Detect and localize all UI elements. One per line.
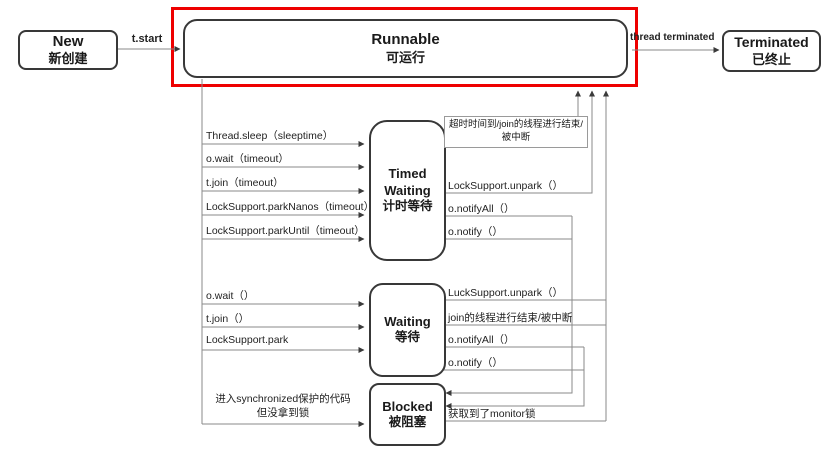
state-new: New 新创建 [18, 30, 118, 70]
state-waiting: Waiting 等待 [369, 283, 446, 377]
runnable-highlight-rect [171, 7, 638, 87]
edge-label-waiting-notifyall: o.notifyAll（） [448, 334, 515, 346]
edge-label-t-start: t.start [131, 33, 163, 45]
edge-label-timed-unpark: LockSupport.unpark（） [448, 180, 563, 192]
edge-label-enter-synchronized-line2: 但没拿到锁 [256, 406, 310, 419]
edge-label-tjoin: t.join（） [206, 313, 250, 325]
edge-timed-unpark-up [443, 90, 595, 194]
edge-label-waiting-notify: o.notify（） [448, 357, 503, 369]
edge-label-timed-notify: o.notify（） [448, 226, 503, 238]
state-runnable: Runnable 可运行 [183, 19, 628, 78]
edge-label-thread-terminated: thread terminated [630, 32, 715, 43]
edge-label-tjoin-timeout: t.join（timeout） [206, 177, 284, 189]
state-new-label-en: New [52, 32, 84, 50]
state-waiting-label-en: Waiting [384, 314, 431, 330]
edge-label-owait: o.wait（） [206, 290, 255, 302]
edge-label-waiting-join-end: join的线程进行结束/被中断 [448, 312, 573, 324]
state-blocked-label-en: Blocked [382, 398, 433, 414]
state-blocked-label-cn: 被阻塞 [388, 414, 427, 429]
state-blocked: Blocked 被阻塞 [369, 383, 446, 446]
edge-label-parknanos: LockSupport.parkNanos（timeout） [206, 201, 375, 213]
state-terminated-label-en: Terminated [734, 34, 809, 51]
edge-label-owait-timeout: o.wait（timeout） [206, 153, 289, 165]
edge-label-timed-notifyall: o.notifyAll（） [448, 203, 515, 215]
edge-label-timed-timeout: 超时时间到/join的线程进行结束/ 被中断 [444, 116, 588, 148]
edge-label-lockpark: LockSupport.park [206, 334, 289, 346]
state-timed-waiting-label-en1: Timed [388, 166, 427, 182]
state-timed-waiting-label-cn: 计时等待 [382, 198, 433, 213]
edge-label-got-monitor: 获取到了monitor锁 [448, 408, 536, 420]
edge-label-enter-synchronized: 进入synchronized保护的代码 但没拿到锁 [202, 393, 364, 420]
edge-timed-notify-down [445, 216, 573, 396]
state-timed-waiting: Timed Waiting 计时等待 [369, 120, 446, 261]
state-timed-waiting-label-en2: Waiting [384, 182, 431, 198]
state-runnable-label-cn: 可运行 [385, 49, 425, 65]
edge-label-parkuntil: LockSupport.parkUntil（timeout） [206, 225, 365, 237]
state-terminated: Terminated 已终止 [722, 30, 821, 72]
state-new-label-cn: 新创建 [48, 51, 88, 67]
edge-label-timed-timeout-line2: 被中断 [501, 132, 531, 143]
edge-waiting-notify-down [445, 347, 585, 409]
edge-label-enter-synchronized-line1: 进入synchronized保护的代码 [215, 393, 351, 405]
state-waiting-label-cn: 等待 [394, 330, 420, 345]
edge-label-thread-sleep: Thread.sleep（sleeptime） [206, 130, 334, 142]
state-runnable-label-en: Runnable [371, 31, 440, 48]
edge-label-timed-timeout-line1: 超时时间到/join的线程进行结束/ [448, 119, 584, 131]
edge-label-waiting-unpark: LuckSupport.unpark（） [448, 287, 563, 299]
state-terminated-label-cn: 已终止 [751, 51, 791, 67]
